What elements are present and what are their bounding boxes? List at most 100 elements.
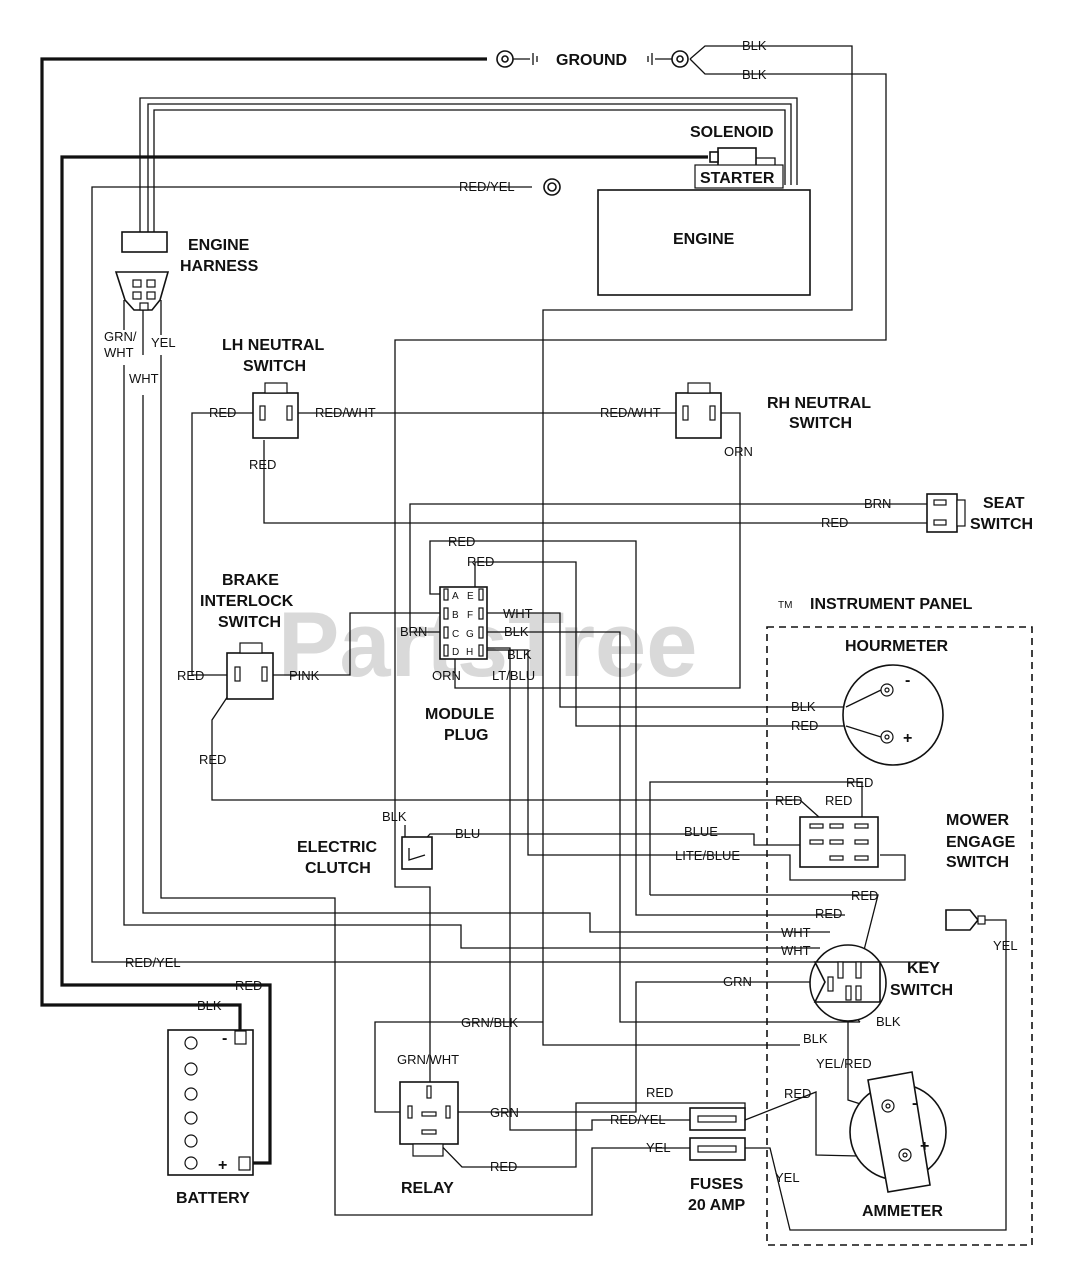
- module-pin-g: G: [466, 629, 474, 640]
- lh-neutral-label-1: LH NEUTRAL: [222, 337, 324, 354]
- wire-label: RED: [646, 1085, 673, 1100]
- brake-interlock-switch: BRAKE INTERLOCK SWITCH: [200, 572, 294, 700]
- module-pin-c: C: [452, 629, 459, 640]
- wire-label: BLK: [876, 1014, 901, 1029]
- module-plug: A B C D E F G H MODULE PLUG: [425, 586, 495, 744]
- trademark-mark: TM: [778, 600, 792, 611]
- wires: [91, 45, 1007, 1231]
- wire-label: BLK: [197, 998, 222, 1013]
- module-pin-d: D: [452, 647, 459, 658]
- seat-switch-label-2: SWITCH: [970, 516, 1033, 533]
- ground-connection: GROUND: [496, 50, 689, 69]
- wire-label: PINK: [289, 668, 320, 683]
- wire-label: RED/WHT: [600, 405, 661, 420]
- wire-label: RED: [775, 793, 802, 808]
- wire-label: RED: [825, 793, 852, 808]
- engine-harness-label-1: ENGINE: [188, 237, 250, 254]
- wire-label: WHT: [129, 371, 159, 386]
- hourmeter-label: HOURMETER: [845, 638, 949, 655]
- solenoid-label: SOLENOID: [690, 124, 774, 141]
- electric-clutch: ELECTRIC CLUTCH: [297, 836, 433, 877]
- ammeter-label: AMMETER: [862, 1203, 943, 1220]
- fuses-label-1: FUSES: [690, 1176, 744, 1193]
- wire-label: LITE/BLUE: [675, 848, 740, 863]
- wire-label: ORN: [432, 668, 461, 683]
- module-pin-h: H: [466, 647, 473, 658]
- wire-label: BLK: [742, 67, 767, 82]
- module-pin-e: E: [467, 591, 474, 602]
- module-pin-b: B: [452, 610, 459, 621]
- wire-label: WHT: [503, 606, 533, 621]
- engine: ENGINE: [597, 189, 811, 296]
- brake-label-3: SWITCH: [218, 614, 281, 631]
- wire-label: RED/YEL: [610, 1112, 666, 1127]
- ammeter: - + AMMETER: [849, 1071, 947, 1220]
- battery: - + BATTERY: [167, 1029, 254, 1207]
- rh-neutral-label-2: SWITCH: [789, 415, 852, 432]
- wire-label: YEL: [646, 1140, 671, 1155]
- wire-label: ORN: [724, 444, 753, 459]
- lh-neutral-label-2: SWITCH: [243, 358, 306, 375]
- relay: RELAY: [399, 1081, 459, 1197]
- wire-label: GRN/BLK: [461, 1015, 518, 1030]
- mower-engage-switch: MOWER ENGAGE SWITCH: [799, 812, 1016, 871]
- key-switch: KEY SWITCH: [809, 944, 953, 1022]
- wire-label: RED: [490, 1159, 517, 1174]
- wire-label: GRN/WHT: [397, 1052, 459, 1067]
- wire-label: BRN: [400, 624, 427, 639]
- wire-label: RED/YEL: [459, 179, 515, 194]
- relay-label: RELAY: [401, 1180, 454, 1197]
- wire-label: RED: [846, 775, 873, 790]
- wire-label: RED: [199, 752, 226, 767]
- wire-label: BLUE: [684, 824, 718, 839]
- wire-label: WHT: [781, 925, 811, 940]
- wire-label: RED: [784, 1086, 811, 1101]
- mes-label-1: MOWER: [946, 812, 1010, 829]
- wire-label: BLU: [455, 826, 480, 841]
- wire-label: RED: [448, 534, 475, 549]
- wire-label: YEL: [775, 1170, 800, 1185]
- starter: STARTER: [694, 164, 784, 189]
- fuses: FUSES 20 AMP: [688, 1107, 746, 1214]
- key-switch-label-1: KEY: [907, 960, 940, 977]
- instrument-panel-title: INSTRUMENT PANEL: [810, 596, 973, 613]
- mes-label-2: ENGAGE: [946, 834, 1016, 851]
- seat-switch-label-1: SEAT: [983, 495, 1025, 512]
- lh-neutral-switch: LH NEUTRAL SWITCH: [222, 337, 324, 439]
- rh-neutral-switch: RH NEUTRAL SWITCH: [675, 382, 871, 439]
- clutch-label-1: ELECTRIC: [297, 839, 377, 856]
- ground-label: GROUND: [556, 52, 627, 69]
- wire-label: RED: [235, 978, 262, 993]
- module-plug-label-1: MODULE: [425, 706, 495, 723]
- brake-label-2: INTERLOCK: [200, 593, 294, 610]
- wire-label: BLK: [382, 809, 407, 824]
- wire-label: LT/BLU: [492, 668, 535, 683]
- hourmeter-minus: -: [905, 672, 910, 689]
- module-plug-label-2: PLUG: [444, 727, 488, 744]
- wire-label: WHT: [781, 943, 811, 958]
- heavy-wires: [40, 57, 708, 1165]
- wire-label: BLK: [791, 699, 816, 714]
- wire-label: RED/YEL: [125, 955, 181, 970]
- wire-label: GRN: [723, 974, 752, 989]
- engine-harness: ENGINE HARNESS: [114, 231, 259, 355]
- hourmeter: - + HOURMETER: [842, 638, 949, 766]
- battery-plus: +: [218, 1157, 227, 1174]
- mes-label-3: SWITCH: [946, 854, 1009, 871]
- ammeter-plus: +: [920, 1138, 929, 1155]
- key-switch-label-2: SWITCH: [890, 982, 953, 999]
- wire-label: WHT: [104, 345, 134, 360]
- wire-labels: BLK BLK RED/YEL GRN/ WHT YEL WHT RED RED…: [104, 38, 1018, 1185]
- wire-label: BLK: [507, 647, 532, 662]
- wire-label: RED: [815, 906, 842, 921]
- module-pin-f: F: [467, 610, 473, 621]
- ammeter-minus: -: [912, 1095, 917, 1112]
- starter-label: STARTER: [700, 170, 775, 187]
- wire-label: YEL: [151, 335, 176, 350]
- wire-label: BLK: [742, 38, 767, 53]
- wire-label: RED: [467, 554, 494, 569]
- wire-label: BLK: [504, 624, 529, 639]
- brake-label-1: BRAKE: [222, 572, 279, 589]
- clutch-label-2: CLUTCH: [305, 860, 371, 877]
- wire-label: RED: [209, 405, 236, 420]
